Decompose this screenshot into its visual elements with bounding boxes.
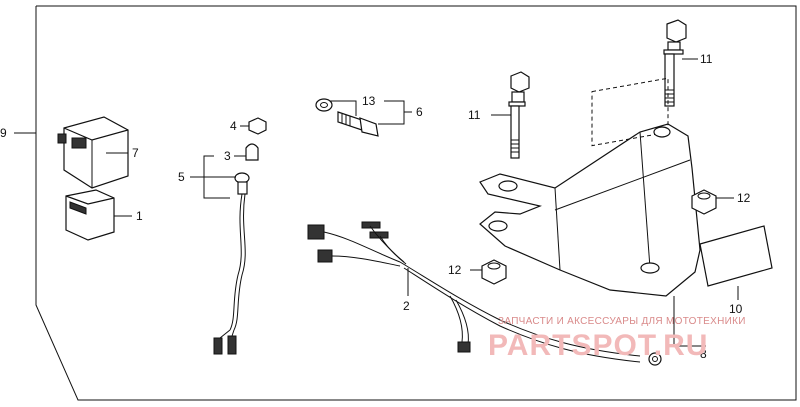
watermark: ЗАПЧАСТИ И АКСЕССУАРЫ ДЛЯ МОТОТЕХНИКИ PA… (488, 316, 746, 362)
part-12-nut-upper (691, 189, 717, 215)
part-1-rubber-boot (65, 189, 115, 241)
part-8-bracket (479, 77, 701, 297)
callout-13: 13 (362, 94, 376, 108)
part-6-switch (337, 111, 379, 137)
diagram-frame (35, 5, 797, 401)
callout-9: 9 (0, 126, 7, 140)
part-13-washer (315, 98, 333, 112)
callout-labels: 9 7 1 4 3 5 13 6 11 11 12 12 2 10 8 (0, 52, 751, 361)
watermark-brand: PARTSPOT.RU (488, 329, 708, 362)
part-7-relay-box (57, 116, 129, 189)
part-12-nut-lower (481, 259, 507, 285)
callout-6: 6 (416, 105, 423, 119)
part-3-bulb (245, 143, 259, 161)
part-11-bolt-long (663, 19, 687, 107)
callout-1: 1 (136, 209, 143, 223)
callout-7: 7 (132, 146, 139, 160)
callout-12-lower-nut: 12 (448, 263, 462, 277)
part-2-wire-harness (307, 221, 662, 366)
callout-3: 3 (224, 149, 231, 163)
part-4-nut (248, 117, 267, 135)
part-11-bolt-short (508, 71, 530, 159)
callout-2: 2 (403, 299, 410, 313)
callout-5: 5 (178, 170, 185, 184)
watermark-tagline: ЗАПЧАСТИ И АКСЕССУАРЫ ДЛЯ МОТОТЕХНИКИ (498, 316, 746, 327)
part-5-socket-harness (213, 172, 250, 355)
leader-lines (14, 58, 739, 347)
callout-11-short-bolt: 11 (468, 108, 481, 122)
part-10-label-plate (699, 225, 773, 287)
callout-10: 10 (729, 302, 743, 316)
callout-8: 8 (700, 347, 707, 361)
callout-12-upper-nut: 12 (737, 191, 751, 205)
callout-11-long-bolt: 11 (700, 52, 713, 66)
callout-4: 4 (230, 119, 237, 133)
